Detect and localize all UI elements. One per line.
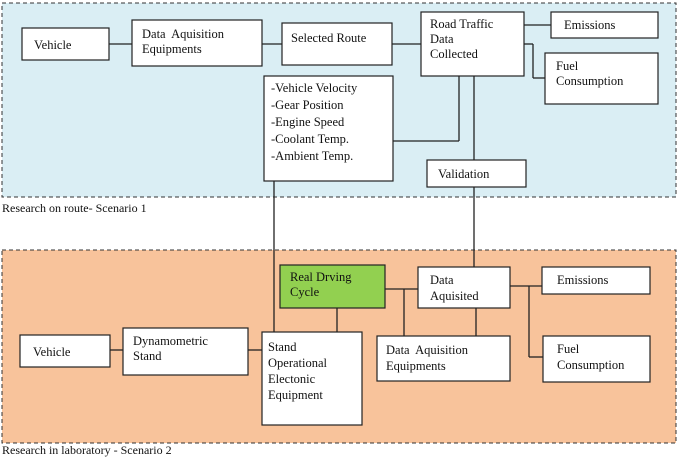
box-text-line: Aquisited [430,289,479,303]
daq-route-box [131,19,263,67]
vehicle-lab-text: Vehicle [33,345,71,359]
box-text-line: Equipments [142,42,202,56]
road-traffic-box [420,11,525,77]
validation-box [426,159,527,188]
emissions-lab-text: Emissions [557,273,609,287]
stand-equipment-box [261,331,363,426]
box-text-line: Data Aquisition [386,343,469,357]
box-text-line: Consumption [557,358,625,372]
box-text-line: Fuel [557,342,580,356]
data-acquired-box [417,266,511,309]
emissions-lab-box [541,266,651,295]
box-text-line: Collected [430,47,479,61]
box-text-line: -Engine Speed [271,115,345,129]
connectors [109,24,551,358]
vehicle-route-text: Vehicle [34,38,72,52]
validation-text: Validation [438,167,490,181]
lab-region-label: Research in laboratory - Scenario 2 [2,443,172,457]
route-region-label: Research on route- Scenario 1 [2,201,147,215]
box-text-line: Data [430,32,454,46]
emissions-route-box [550,11,659,39]
box-text-line: Emissions [557,273,609,287]
box-text-line: Stand [133,349,162,363]
box-text-line: Stand [268,340,297,354]
box-text-line: -Vehicle Velocity [271,81,358,95]
box-text-line: Cycle [290,285,320,299]
daq-lab-box [376,335,511,382]
box-text-line: Validation [438,167,490,181]
box-text-line: -Ambient Temp. [271,149,353,163]
box-text-line: Data [430,273,454,287]
box-text-line: Electonic [268,372,316,386]
emissions-route-text: Emissions [564,18,616,32]
box-text-line: Vehicle [34,38,72,52]
box-text-line: -Coolant Temp. [271,132,349,146]
dyno-stand-box [122,327,249,376]
box-text-line: Emissions [564,18,616,32]
box-text-line: Selected Route [291,31,367,45]
box-text-line: Road Traffic [430,17,494,31]
vehicle-route-box [21,27,110,61]
parameters-box [263,75,394,182]
box-text-line: Data Aquisition [142,27,225,41]
selected-route-text: Selected Route [291,31,367,45]
parameters-text: -Vehicle Velocity -Gear Position -Engine S… [271,81,358,163]
fuel-lab-box [542,335,651,383]
box-text-line: -Gear Position [271,98,344,112]
selected-route-box [281,22,393,66]
box-text-line: Consumption [556,74,624,88]
box-text-line: Equipment [268,388,323,402]
box-text-line: Real Drving [290,270,352,284]
vehicle-lab-box [19,334,111,368]
box-text-line: Equipments [386,359,446,373]
fuel-route-box [544,52,659,105]
real-cycle-box [279,264,386,309]
box-text-line: Operational [268,356,328,370]
box-text-line: Vehicle [33,345,71,359]
box-text-line: Dynamometric [133,334,208,348]
box-text-line: Fuel [556,59,579,73]
